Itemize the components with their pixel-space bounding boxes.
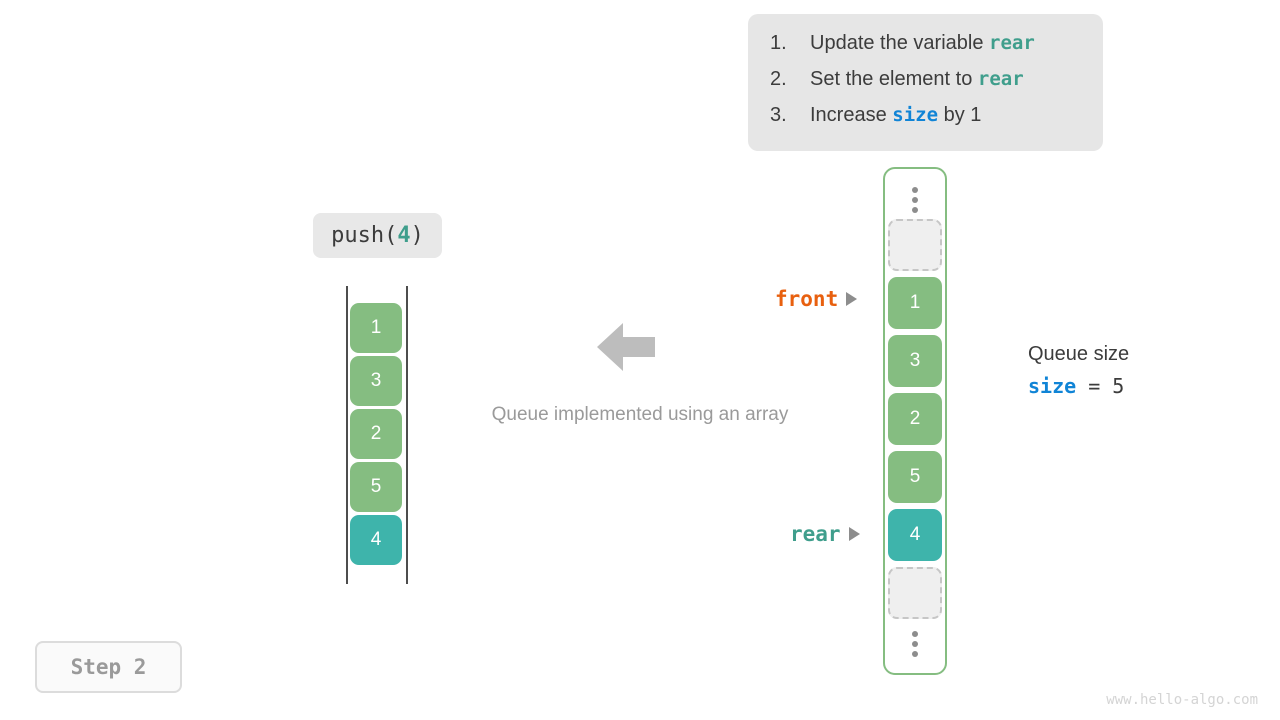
right-rail-line — [406, 286, 408, 584]
instruction-text: Increase size by 1 — [810, 104, 982, 126]
instruction-number: 1. — [770, 32, 787, 54]
step-badge: Step 2 — [35, 641, 182, 693]
instruction-panel: 1. Update the variable rear 2. Set the e… — [748, 14, 1103, 151]
instruction-number: 2. — [770, 68, 787, 90]
queue-size-expression: size = 5 — [1028, 374, 1129, 398]
queue-size-title: Queue size — [1028, 343, 1130, 365]
memory-cell-highlighted: 4 — [888, 509, 942, 561]
memory-cell: 2 — [888, 393, 942, 445]
instruction-item: 3. Increase size by 1 — [748, 104, 1103, 140]
operation-argument: 4 — [397, 223, 411, 248]
queue-cell: 5 — [350, 462, 402, 512]
queue-cell: 3 — [350, 356, 402, 406]
queue-size-readout: Queue size size = 5 — [1028, 343, 1129, 398]
front-pointer-label: front — [775, 287, 839, 311]
size-value: 5 — [1112, 374, 1125, 398]
rear-pointer: rear — [790, 522, 860, 546]
instruction-text: Update the variable rear — [810, 32, 1035, 54]
operation-name: push( — [331, 223, 398, 248]
diagram-caption: Queue implemented using an array — [491, 404, 789, 425]
watermark: www.hello-algo.com — [1106, 692, 1258, 708]
keyword-size: size — [892, 104, 939, 126]
arrowhead-icon — [846, 292, 858, 306]
vertical-ellipsis-icon-top — [912, 181, 918, 219]
keyword-rear: rear — [977, 68, 1024, 90]
memory-cell: 3 — [888, 335, 942, 387]
arrowhead-icon — [848, 527, 860, 541]
operation-label: push(4) — [313, 213, 442, 258]
memory-cell-empty — [888, 567, 942, 619]
size-variable: size — [1028, 374, 1077, 398]
operation-close-paren: ) — [410, 223, 424, 248]
instruction-text: Set the element to rear — [810, 68, 1024, 90]
left-queue-cells: 1 3 2 5 4 — [350, 303, 404, 568]
left-queue-list: 1 3 2 5 4 — [346, 286, 408, 584]
vertical-ellipsis-icon-bottom — [912, 625, 918, 663]
queue-cell-highlighted: 4 — [350, 515, 402, 565]
front-pointer: front — [775, 287, 858, 311]
size-operator: = — [1076, 374, 1113, 398]
instruction-item: 1. Update the variable rear — [748, 32, 1103, 68]
memory-cell: 5 — [888, 451, 942, 503]
left-arrow-icon — [597, 322, 655, 372]
keyword-rear: rear — [989, 32, 1035, 54]
memory-cell: 1 — [888, 277, 942, 329]
queue-cell: 1 — [350, 303, 402, 353]
rear-pointer-label: rear — [790, 522, 841, 546]
instruction-item: 2. Set the element to rear — [748, 68, 1103, 104]
right-memory-array: 1 3 2 5 4 — [883, 167, 947, 675]
queue-cell: 2 — [350, 409, 402, 459]
left-rail-line — [346, 286, 348, 584]
memory-cell-empty — [888, 219, 942, 271]
instruction-number: 3. — [770, 104, 787, 126]
